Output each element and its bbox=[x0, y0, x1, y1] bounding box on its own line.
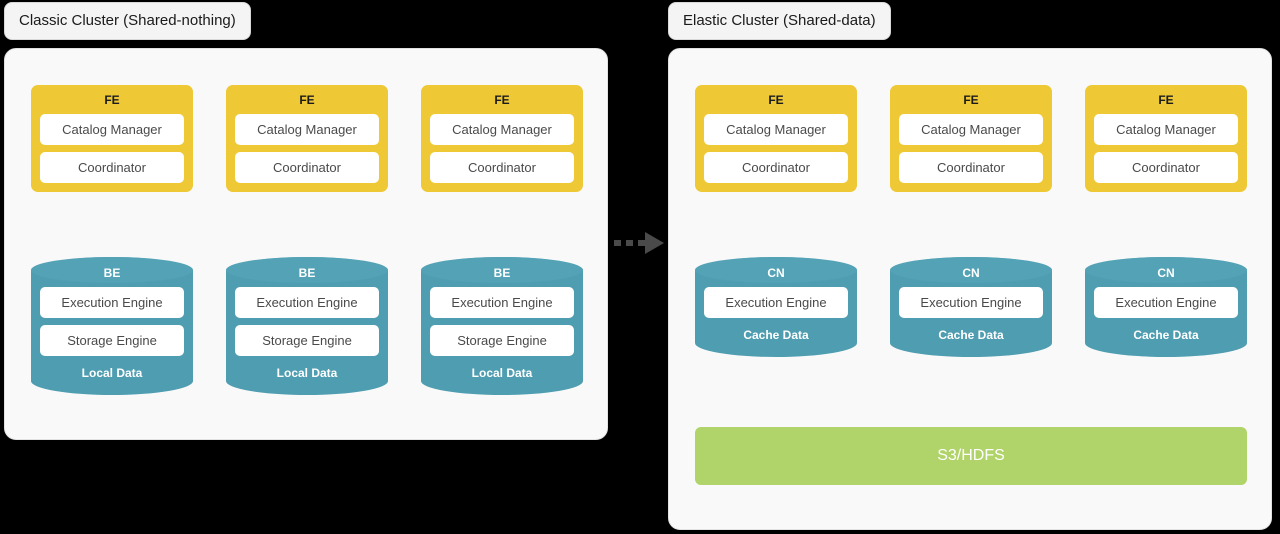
shared-storage-box[interactable]: S3/HDFS bbox=[695, 427, 1247, 485]
be-component-storage-engine: Storage Engine bbox=[40, 325, 184, 356]
be-node-title: BE bbox=[103, 266, 121, 280]
cn-node-footer-cache-data: Cache Data bbox=[743, 328, 809, 342]
be-node-row-classic: BE Execution Engine Storage Engine Local… bbox=[31, 257, 583, 395]
fe-node-title: FE bbox=[768, 93, 784, 107]
cn-node-row-elastic: CN Execution Engine Cache Data CN Execut… bbox=[695, 257, 1247, 357]
cn-node[interactable]: CN Execution Engine Cache Data bbox=[695, 257, 857, 357]
be-node[interactable]: BE Execution Engine Storage Engine Local… bbox=[226, 257, 388, 395]
be-node-footer-local-data: Local Data bbox=[81, 366, 143, 380]
fe-node-row-classic: FE Catalog Manager Coordinator FE Catalo… bbox=[31, 85, 583, 192]
fe-component-catalog-manager: Catalog Manager bbox=[704, 114, 848, 145]
cn-component-execution-engine: Execution Engine bbox=[1094, 287, 1238, 318]
fe-component-coordinator: Coordinator bbox=[430, 152, 574, 183]
cluster-panel-classic: FE Catalog Manager Coordinator FE Catalo… bbox=[4, 48, 608, 440]
fe-node[interactable]: FE Catalog Manager Coordinator bbox=[421, 85, 583, 192]
fe-node[interactable]: FE Catalog Manager Coordinator bbox=[31, 85, 193, 192]
cluster-title-classic: Classic Cluster (Shared-nothing) bbox=[4, 2, 251, 40]
fe-component-catalog-manager: Catalog Manager bbox=[899, 114, 1043, 145]
fe-node-title: FE bbox=[963, 93, 979, 107]
be-component-storage-engine: Storage Engine bbox=[430, 325, 574, 356]
cn-node[interactable]: CN Execution Engine Cache Data bbox=[890, 257, 1052, 357]
arrow-right-dashed-icon-transition bbox=[614, 232, 664, 254]
fe-node[interactable]: FE Catalog Manager Coordinator bbox=[890, 85, 1052, 192]
fe-component-catalog-manager: Catalog Manager bbox=[235, 114, 379, 145]
be-component-execution-engine: Execution Engine bbox=[40, 287, 184, 318]
fe-component-catalog-manager: Catalog Manager bbox=[430, 114, 574, 145]
fe-node-title: FE bbox=[104, 93, 120, 107]
fe-component-catalog-manager: Catalog Manager bbox=[1094, 114, 1238, 145]
cluster-title-elastic: Elastic Cluster (Shared-data) bbox=[668, 2, 891, 40]
fe-component-coordinator: Coordinator bbox=[1094, 152, 1238, 183]
fe-component-coordinator: Coordinator bbox=[899, 152, 1043, 183]
fe-node-title: FE bbox=[1158, 93, 1174, 107]
fe-component-coordinator: Coordinator bbox=[704, 152, 848, 183]
fe-node[interactable]: FE Catalog Manager Coordinator bbox=[695, 85, 857, 192]
be-node-title: BE bbox=[298, 266, 316, 280]
cluster-panel-elastic: FE Catalog Manager Coordinator FE Catalo… bbox=[668, 48, 1272, 530]
be-node-footer-local-data: Local Data bbox=[276, 366, 338, 380]
be-node[interactable]: BE Execution Engine Storage Engine Local… bbox=[31, 257, 193, 395]
fe-node[interactable]: FE Catalog Manager Coordinator bbox=[1085, 85, 1247, 192]
fe-component-coordinator: Coordinator bbox=[40, 152, 184, 183]
cn-node-title: CN bbox=[962, 266, 980, 280]
be-node-footer-local-data: Local Data bbox=[471, 366, 533, 380]
fe-node-title: FE bbox=[494, 93, 510, 107]
fe-component-coordinator: Coordinator bbox=[235, 152, 379, 183]
cn-node-title: CN bbox=[1157, 266, 1175, 280]
be-component-storage-engine: Storage Engine bbox=[235, 325, 379, 356]
fe-node-title: FE bbox=[299, 93, 315, 107]
cn-node-footer-cache-data: Cache Data bbox=[1133, 328, 1199, 342]
cn-node-footer-cache-data: Cache Data bbox=[938, 328, 1004, 342]
be-component-execution-engine: Execution Engine bbox=[430, 287, 574, 318]
fe-component-catalog-manager: Catalog Manager bbox=[40, 114, 184, 145]
be-node-title: BE bbox=[493, 266, 511, 280]
fe-node[interactable]: FE Catalog Manager Coordinator bbox=[226, 85, 388, 192]
be-component-execution-engine: Execution Engine bbox=[235, 287, 379, 318]
be-node[interactable]: BE Execution Engine Storage Engine Local… bbox=[421, 257, 583, 395]
cn-node-title: CN bbox=[767, 266, 785, 280]
shared-storage-label: S3/HDFS bbox=[937, 447, 1005, 464]
cn-component-execution-engine: Execution Engine bbox=[704, 287, 848, 318]
cn-node[interactable]: CN Execution Engine Cache Data bbox=[1085, 257, 1247, 357]
fe-node-row-elastic: FE Catalog Manager Coordinator FE Catalo… bbox=[695, 85, 1247, 192]
cn-component-execution-engine: Execution Engine bbox=[899, 287, 1043, 318]
